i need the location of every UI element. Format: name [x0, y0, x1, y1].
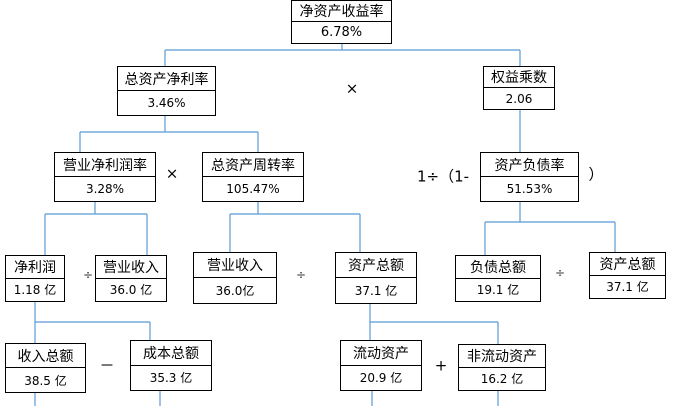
node-rev2-value: 36.0亿 — [215, 284, 255, 298]
connector-stubs — [34, 391, 499, 406]
node-ni-label: 净利润 — [6, 256, 64, 279]
node-tat-value: 105.47% — [226, 182, 280, 196]
node-roa-value: 3.46% — [147, 96, 186, 110]
node-ni-value: 1.18 亿 — [13, 283, 57, 298]
connector-ni — [34, 302, 151, 343]
node-rev2-label: 营业收入 — [194, 253, 276, 278]
one-divide-prefix: 1÷（1- — [416, 167, 470, 186]
node-nca-label: 非流动资产 — [459, 345, 545, 368]
node-rev1: 营业收入 36.0 亿 — [95, 255, 167, 302]
node-dar-label: 资产负债率 — [481, 153, 578, 177]
node-ca-label: 流动资产 — [341, 341, 421, 366]
divide-operator-2: ÷ — [295, 268, 307, 282]
node-ta2-label: 资产总额 — [590, 253, 665, 276]
node-roe-value: 6.78% — [320, 25, 363, 40]
node-ta1: 资产总额 37.1 亿 — [335, 252, 417, 304]
node-ta2-value: 37.1 亿 — [606, 280, 649, 295]
node-dar-value: 51.53% — [506, 182, 553, 196]
node-dar: 资产负债率 51.53% — [480, 152, 579, 202]
connector-ta1 — [369, 304, 499, 344]
node-roa-label: 总资产净利率 — [118, 67, 215, 91]
close-paren: ） — [588, 165, 604, 184]
multiply-operator-top: × — [345, 79, 359, 98]
node-tcost-value: 35.3 亿 — [149, 371, 193, 386]
node-rev1-label: 营业收入 — [96, 256, 166, 279]
node-ca-value: 20.9 亿 — [359, 371, 403, 386]
connector-dar — [484, 202, 616, 255]
node-rev1-value: 36.0 亿 — [109, 283, 153, 298]
node-npm-label: 营业净利润率 — [55, 153, 155, 177]
node-roa: 总资产净利率 3.46% — [117, 66, 216, 116]
node-ta2: 资产总额 37.1 亿 — [589, 252, 666, 299]
connector-roa — [79, 116, 259, 152]
divide-operator-3: ÷ — [554, 266, 566, 280]
node-ni: 净利润 1.18 亿 — [5, 255, 65, 302]
connector-npm — [44, 202, 148, 255]
node-roe-label: 净资产收益率 — [292, 1, 391, 22]
multiply-operator-mid: × — [165, 164, 179, 183]
node-tinc-label: 收入总额 — [6, 344, 85, 368]
node-tinc-value: 38.5 亿 — [24, 373, 67, 388]
node-npm-value: 3.28% — [85, 182, 125, 196]
node-rev2: 营业收入 36.0亿 — [193, 252, 277, 304]
node-roe: 净资产收益率 6.78% — [291, 0, 392, 44]
node-em-label: 权益乘数 — [484, 67, 554, 88]
connector-tat — [229, 202, 361, 252]
node-ta1-label: 资产总额 — [336, 253, 416, 278]
node-tcost-label: 成本总额 — [131, 341, 211, 366]
minus-operator: － — [99, 356, 115, 375]
node-em-value: 2.06 — [505, 91, 533, 106]
node-ca: 流动资产 20.9 亿 — [340, 340, 422, 391]
node-npm: 营业净利润率 3.28% — [54, 152, 156, 202]
connector-roe — [164, 44, 521, 66]
node-nca: 非流动资产 16.2 亿 — [458, 344, 546, 391]
node-tinc: 收入总额 38.5 亿 — [5, 343, 86, 393]
node-tl: 负债总额 19.1 亿 — [455, 255, 541, 302]
node-tat-label: 总资产周转率 — [203, 153, 303, 177]
node-tl-value: 19.1 亿 — [476, 283, 520, 298]
node-tcost: 成本总额 35.3 亿 — [130, 340, 212, 391]
node-nca-value: 16.2 亿 — [480, 372, 524, 387]
node-tat: 总资产周转率 105.47% — [202, 152, 304, 202]
node-em: 权益乘数 2.06 — [483, 66, 555, 110]
divide-operator-1: ÷ — [82, 268, 94, 282]
node-tl-label: 负债总额 — [456, 256, 540, 279]
node-ta1-value: 37.1 亿 — [354, 284, 398, 298]
plus-operator: + — [434, 356, 448, 375]
